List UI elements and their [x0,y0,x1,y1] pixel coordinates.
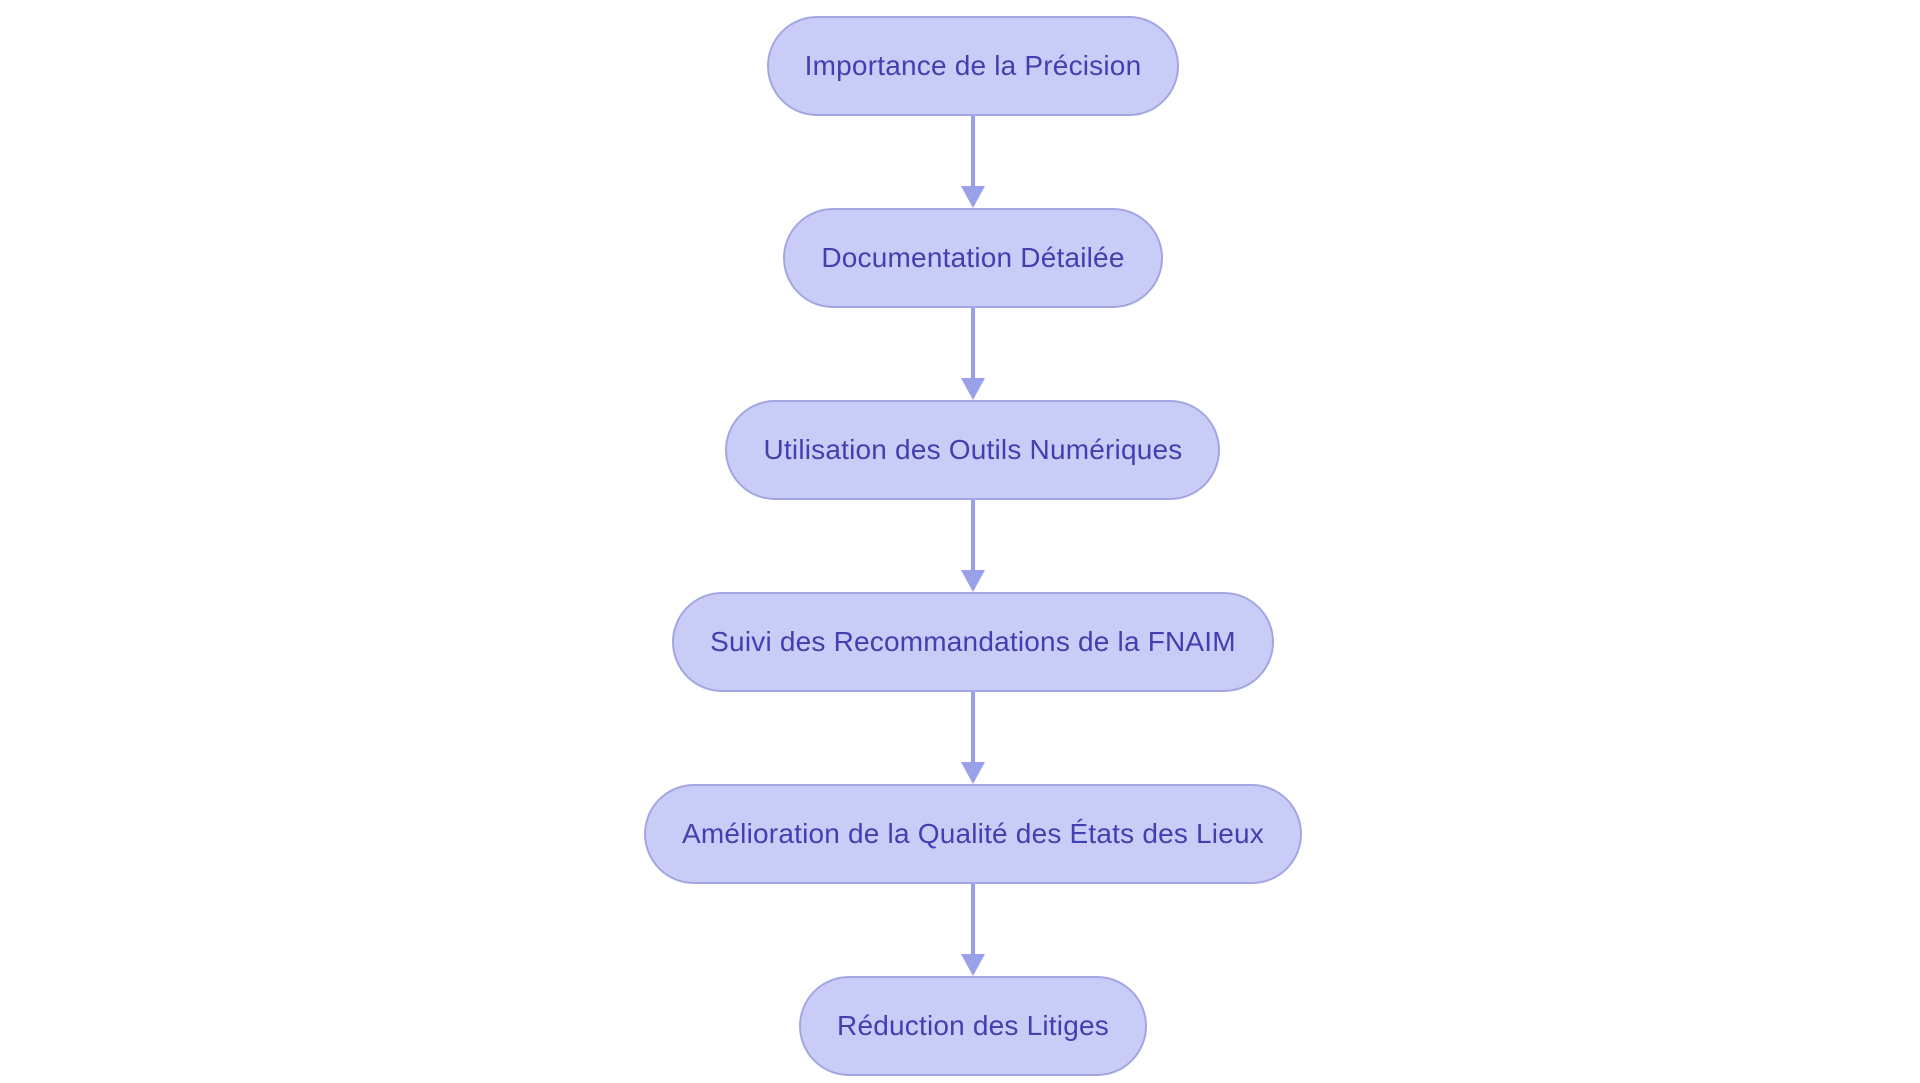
arrow-line [970,308,975,378]
flow-node-recommandations-fnaim: Suivi des Recommandations de la FNAIM [672,592,1274,692]
arrowhead-down-icon [960,954,985,976]
arrowhead-down-icon [960,762,985,784]
arrowhead-down-icon [960,378,985,400]
flow-node-importance-precision: Importance de la Précision [766,16,1180,116]
arrowhead-down-icon [960,570,985,592]
flow-node-documentation-detailee: Documentation Détailée [783,208,1163,308]
arrow-line [970,884,975,954]
flowchart-column: Importance de la Précision Documentation… [644,16,1302,1076]
flow-node-amelioration-qualite: Amélioration de la Qualité des États des… [644,784,1302,884]
flow-node-outils-numeriques: Utilisation des Outils Numériques [725,400,1221,500]
flow-node-reduction-litiges: Réduction des Litiges [799,976,1147,1076]
arrow-connector [960,308,985,400]
arrow-line [970,692,975,762]
arrow-connector [960,884,985,976]
arrow-connector [960,116,985,208]
arrow-line [970,500,975,570]
arrowhead-down-icon [960,186,985,208]
arrow-line [970,116,975,186]
arrow-connector [960,692,985,784]
arrow-connector [960,500,985,592]
